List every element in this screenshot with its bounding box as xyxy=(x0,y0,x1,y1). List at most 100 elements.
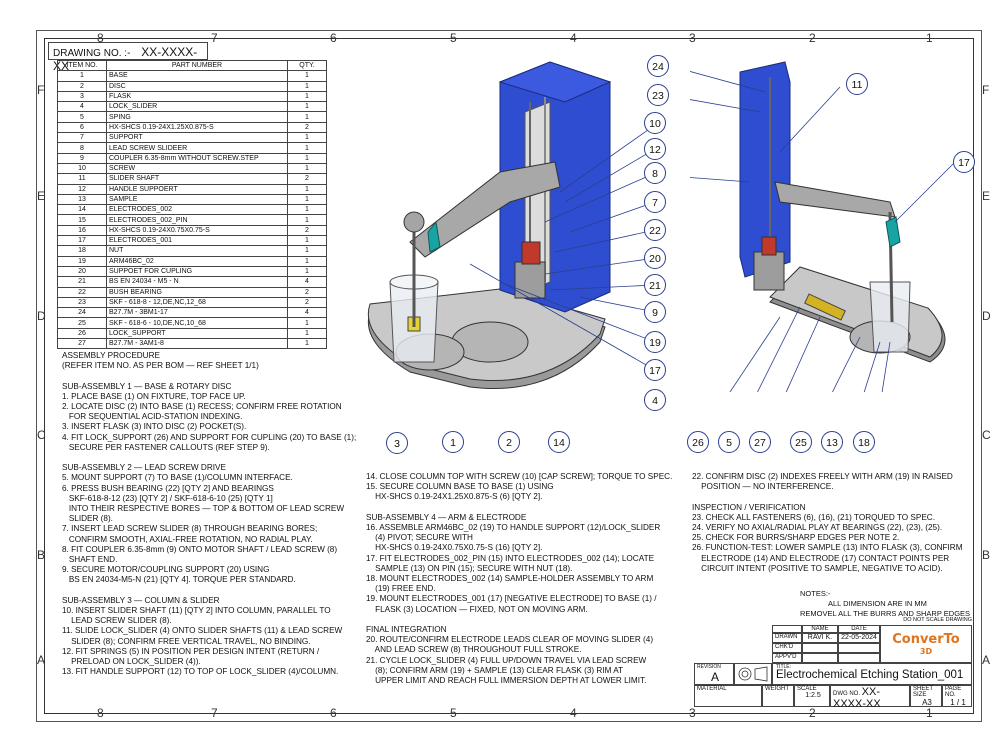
isometric-view-right xyxy=(690,61,956,392)
procedure-line: CONFIRM SMOOTH, AXIAL-FREE ROTATION, NO … xyxy=(62,534,313,544)
bom-part-number: LEAD SCREW SLIDEER xyxy=(106,142,288,154)
assembly-procedure-column-2: 14. CLOSE COLUMN TOP WITH SCREW (10) [CA… xyxy=(366,472,672,686)
procedure-line: 7. INSERT LEAD SCREW SLIDER (8) THROUGH … xyxy=(62,524,318,534)
bom-part-number: HX-SHCS 0.19-24X0.75X0.75-S xyxy=(106,224,288,237)
procedure-line: 2. LOCATE DISC (2) INTO BASE (1) RECESS;… xyxy=(62,402,342,411)
procedure-line: 8. FIT COUPLER 6.35-8mm (9) ONTO MOTOR S… xyxy=(62,544,338,554)
bom-part-number: SUPPOET FOR CUPLING xyxy=(106,265,288,278)
tb-scale-label: SCALE xyxy=(797,686,817,692)
procedure-line: 10. INSERT SLIDER SHAFT (11) [QTY 2] INT… xyxy=(62,606,331,616)
procedure-line: 25. CHECK FOR BURRS/SHARP EDGES PER NOTE… xyxy=(692,533,900,543)
tb-weight-label: WEIGHT xyxy=(762,685,794,707)
procedure-line: 15. SECURE COLUMN BASE TO BASE (1) USING xyxy=(366,482,554,492)
procedure-line: 26. FUNCTION-TEST: LOWER SAMPLE (13) INT… xyxy=(692,543,963,553)
column-top xyxy=(498,61,612,103)
procedure-line: ELECTRODE (14) AND ELECTRODE (17) CONTAC… xyxy=(692,553,950,563)
procedure-line xyxy=(366,503,672,513)
tb-drawn-name: RAVI K. xyxy=(802,633,838,643)
notes-block: NOTES:- ALL DIMENSION ARE IN MM REMOVEL … xyxy=(800,589,970,619)
bom-qty: 2 xyxy=(287,224,327,237)
third-angle-projection-icon xyxy=(738,666,768,682)
callout-balloon: 5 xyxy=(718,431,740,453)
zone-label: 7 xyxy=(211,706,218,720)
callout-balloon: 20 xyxy=(644,247,666,269)
drawing-number-box: DRAWING NO. :- XX-XXXX-XX xyxy=(48,42,208,73)
zone-label: 2 xyxy=(809,706,816,720)
leader-lines xyxy=(469,124,656,371)
bom-part-number: NUT xyxy=(106,245,288,257)
zone-label: 6 xyxy=(330,706,337,720)
callout-balloon: 1 xyxy=(442,431,464,453)
procedure-line: 18. MOUNT ELECTRODES_002 (14) SAMPLE-HOL… xyxy=(366,574,654,584)
bom-part-number: BS EN 24034 - M5 - N xyxy=(106,276,288,288)
procedure-line: 5. MOUNT SUPPORT (7) TO BASE (1)/COLUMN … xyxy=(62,473,293,483)
tb-col-name: NAME xyxy=(802,625,838,633)
coupler xyxy=(521,241,541,265)
bom-qty: 1 xyxy=(287,265,327,278)
zone-label: D xyxy=(37,309,46,323)
bom-qty: 1 xyxy=(287,183,327,195)
procedure-line: HX-SHCS 0.19-24X0.75X0.75-S (16) [QTY 2]… xyxy=(366,543,543,553)
bom-item-no: 25 xyxy=(57,317,107,329)
projection-symbol xyxy=(734,663,772,685)
bom-item-no: 22 xyxy=(57,286,107,298)
tb-blank xyxy=(772,625,802,633)
bom-qty: 1 xyxy=(287,317,327,329)
bom-header-part: PART NUMBER xyxy=(106,59,288,72)
assembly-procedure-column-1: ASSEMBLY PROCEDURE(REFER ITEM NO. AS PER… xyxy=(62,351,356,677)
tb-page: PAGE NO. 1 / 1 xyxy=(942,685,972,707)
tb-dwg-label: DWG NO. xyxy=(833,691,860,697)
bom-part-number: SUPPORT xyxy=(106,132,288,144)
tb-drawn-label: DRAWN xyxy=(772,633,802,643)
column xyxy=(739,61,791,278)
bom-part-number: SCREW xyxy=(106,162,288,175)
tb-apprd-date xyxy=(838,653,880,663)
zone-label: B xyxy=(37,548,46,562)
callout-balloon: 24 xyxy=(647,55,669,77)
bom-qty: 1 xyxy=(287,235,327,247)
bom-qty: 1 xyxy=(287,70,327,82)
callout-balloon: 19 xyxy=(644,331,666,353)
procedure-line: CIRCUIT INTENT (POSITIVE TO SAMPLE, NEGA… xyxy=(692,563,943,573)
bom-part-number: HANDLE SUPPOERT xyxy=(106,183,288,195)
procedure-line: 11. SLIDE LOCK_SLIDER (4) ONTO SLIDER SH… xyxy=(62,626,343,636)
procedure-line: SLIDER (8). xyxy=(62,514,113,524)
callout-balloon: 17 xyxy=(644,359,666,381)
zone-label: D xyxy=(982,309,991,323)
callout-balloon: 10 xyxy=(644,112,666,134)
bom-qty: 1 xyxy=(287,214,327,226)
bom-item-no: 27 xyxy=(57,338,107,350)
zone-label: A xyxy=(37,653,46,667)
zone-label: 4 xyxy=(570,31,577,45)
callout-balloon: 12 xyxy=(644,138,666,160)
procedure-line: FINAL INTEGRATION xyxy=(366,625,447,635)
tb-apprd-name xyxy=(802,653,838,663)
bom-item-no: 18 xyxy=(57,245,107,257)
callout-balloon: 9 xyxy=(644,301,666,323)
bom-qty: 1 xyxy=(287,101,327,113)
bom-part-number: SKF - 618-8 - 12,DE,NC,12_68 xyxy=(106,296,288,309)
procedure-line: PRELOAD ON LOCK_SLIDER (4)). xyxy=(62,657,201,667)
bom-part-number: ELECTRODES_002 xyxy=(106,204,288,216)
tb-revision: REVISION A xyxy=(694,663,734,685)
bom-item-no: 11 xyxy=(57,173,107,185)
procedure-line: INSPECTION / VERIFICATION xyxy=(692,502,806,512)
bom-item-no: 8 xyxy=(57,142,107,154)
bom-part-number: BUSH BEARING xyxy=(106,286,288,298)
bom-header-item: ITEM NO. xyxy=(57,59,107,72)
procedure-line: SHAFT END. xyxy=(62,555,118,565)
notes-heading: NOTES:- xyxy=(800,589,831,598)
bom-qty: 1 xyxy=(287,142,327,154)
zone-label: 4 xyxy=(570,706,577,720)
